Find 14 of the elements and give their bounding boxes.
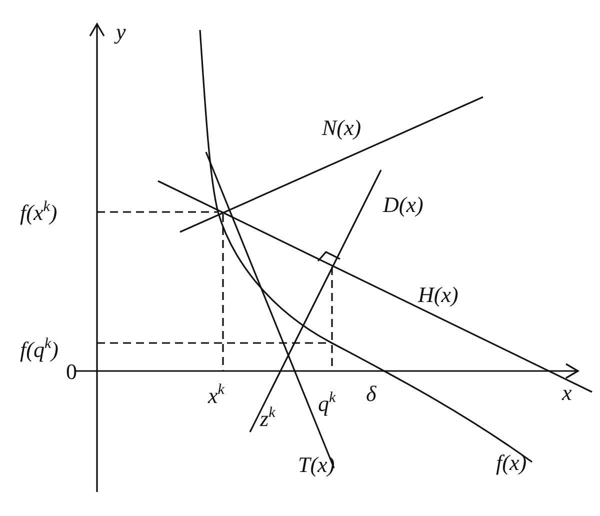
value-label: f(q$^{k}$) bbox=[20, 338, 58, 362]
axis-label: y bbox=[116, 20, 126, 44]
curve-label: f(x) bbox=[496, 451, 527, 475]
line-label: H(x) bbox=[418, 283, 458, 307]
axis-label: x bbox=[562, 381, 572, 405]
line-label: D(x) bbox=[383, 193, 424, 217]
line-label: N(x) bbox=[322, 116, 362, 140]
point-label: q$^{k}$ bbox=[318, 392, 336, 416]
point-label: x$^{k}$ bbox=[208, 384, 224, 408]
point-label: z$^{k}$ bbox=[260, 407, 276, 431]
origin-label: 0 bbox=[66, 360, 77, 384]
point-label: δ bbox=[366, 382, 376, 406]
value-label: f(x$^{k}$) bbox=[20, 201, 58, 225]
line-label: T(x) bbox=[298, 453, 335, 477]
